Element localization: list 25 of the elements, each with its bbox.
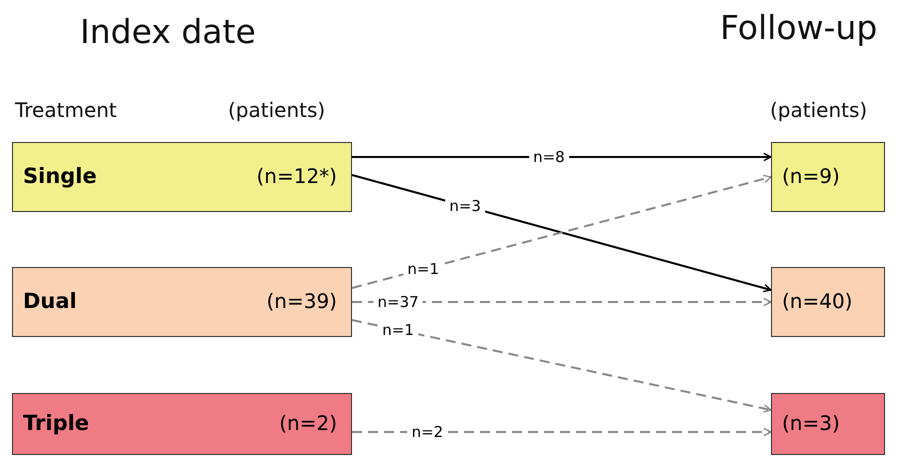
arrow — [352, 152, 772, 162]
patient-count: (n=39) — [266, 289, 337, 313]
group-box — [12, 267, 352, 337]
treatment-name: Triple — [23, 411, 90, 435]
treatment-name: Dual — [23, 289, 77, 313]
group-box — [771, 142, 885, 212]
arrow — [352, 298, 772, 306]
group-box — [12, 393, 352, 455]
arrow — [352, 428, 772, 436]
column-label: (patients) — [770, 98, 868, 122]
column-heading: Index date — [80, 12, 256, 51]
patient-count: (n=9) — [782, 164, 840, 188]
patient-count: (n=12*) — [256, 164, 337, 188]
column-label: (patients) — [228, 98, 326, 122]
patient-count: (n=3) — [782, 411, 840, 435]
arrow — [352, 319, 772, 413]
group-box — [12, 142, 352, 212]
group-box — [771, 267, 885, 337]
group-box — [771, 393, 885, 455]
column-heading: Follow-up — [720, 8, 878, 47]
edge-label: n=3 — [445, 197, 485, 216]
treatment-name: Single — [23, 164, 97, 188]
column-label: Treatment — [15, 98, 117, 122]
patient-count: (n=40) — [782, 289, 852, 313]
patient-count: (n=2) — [279, 411, 337, 435]
